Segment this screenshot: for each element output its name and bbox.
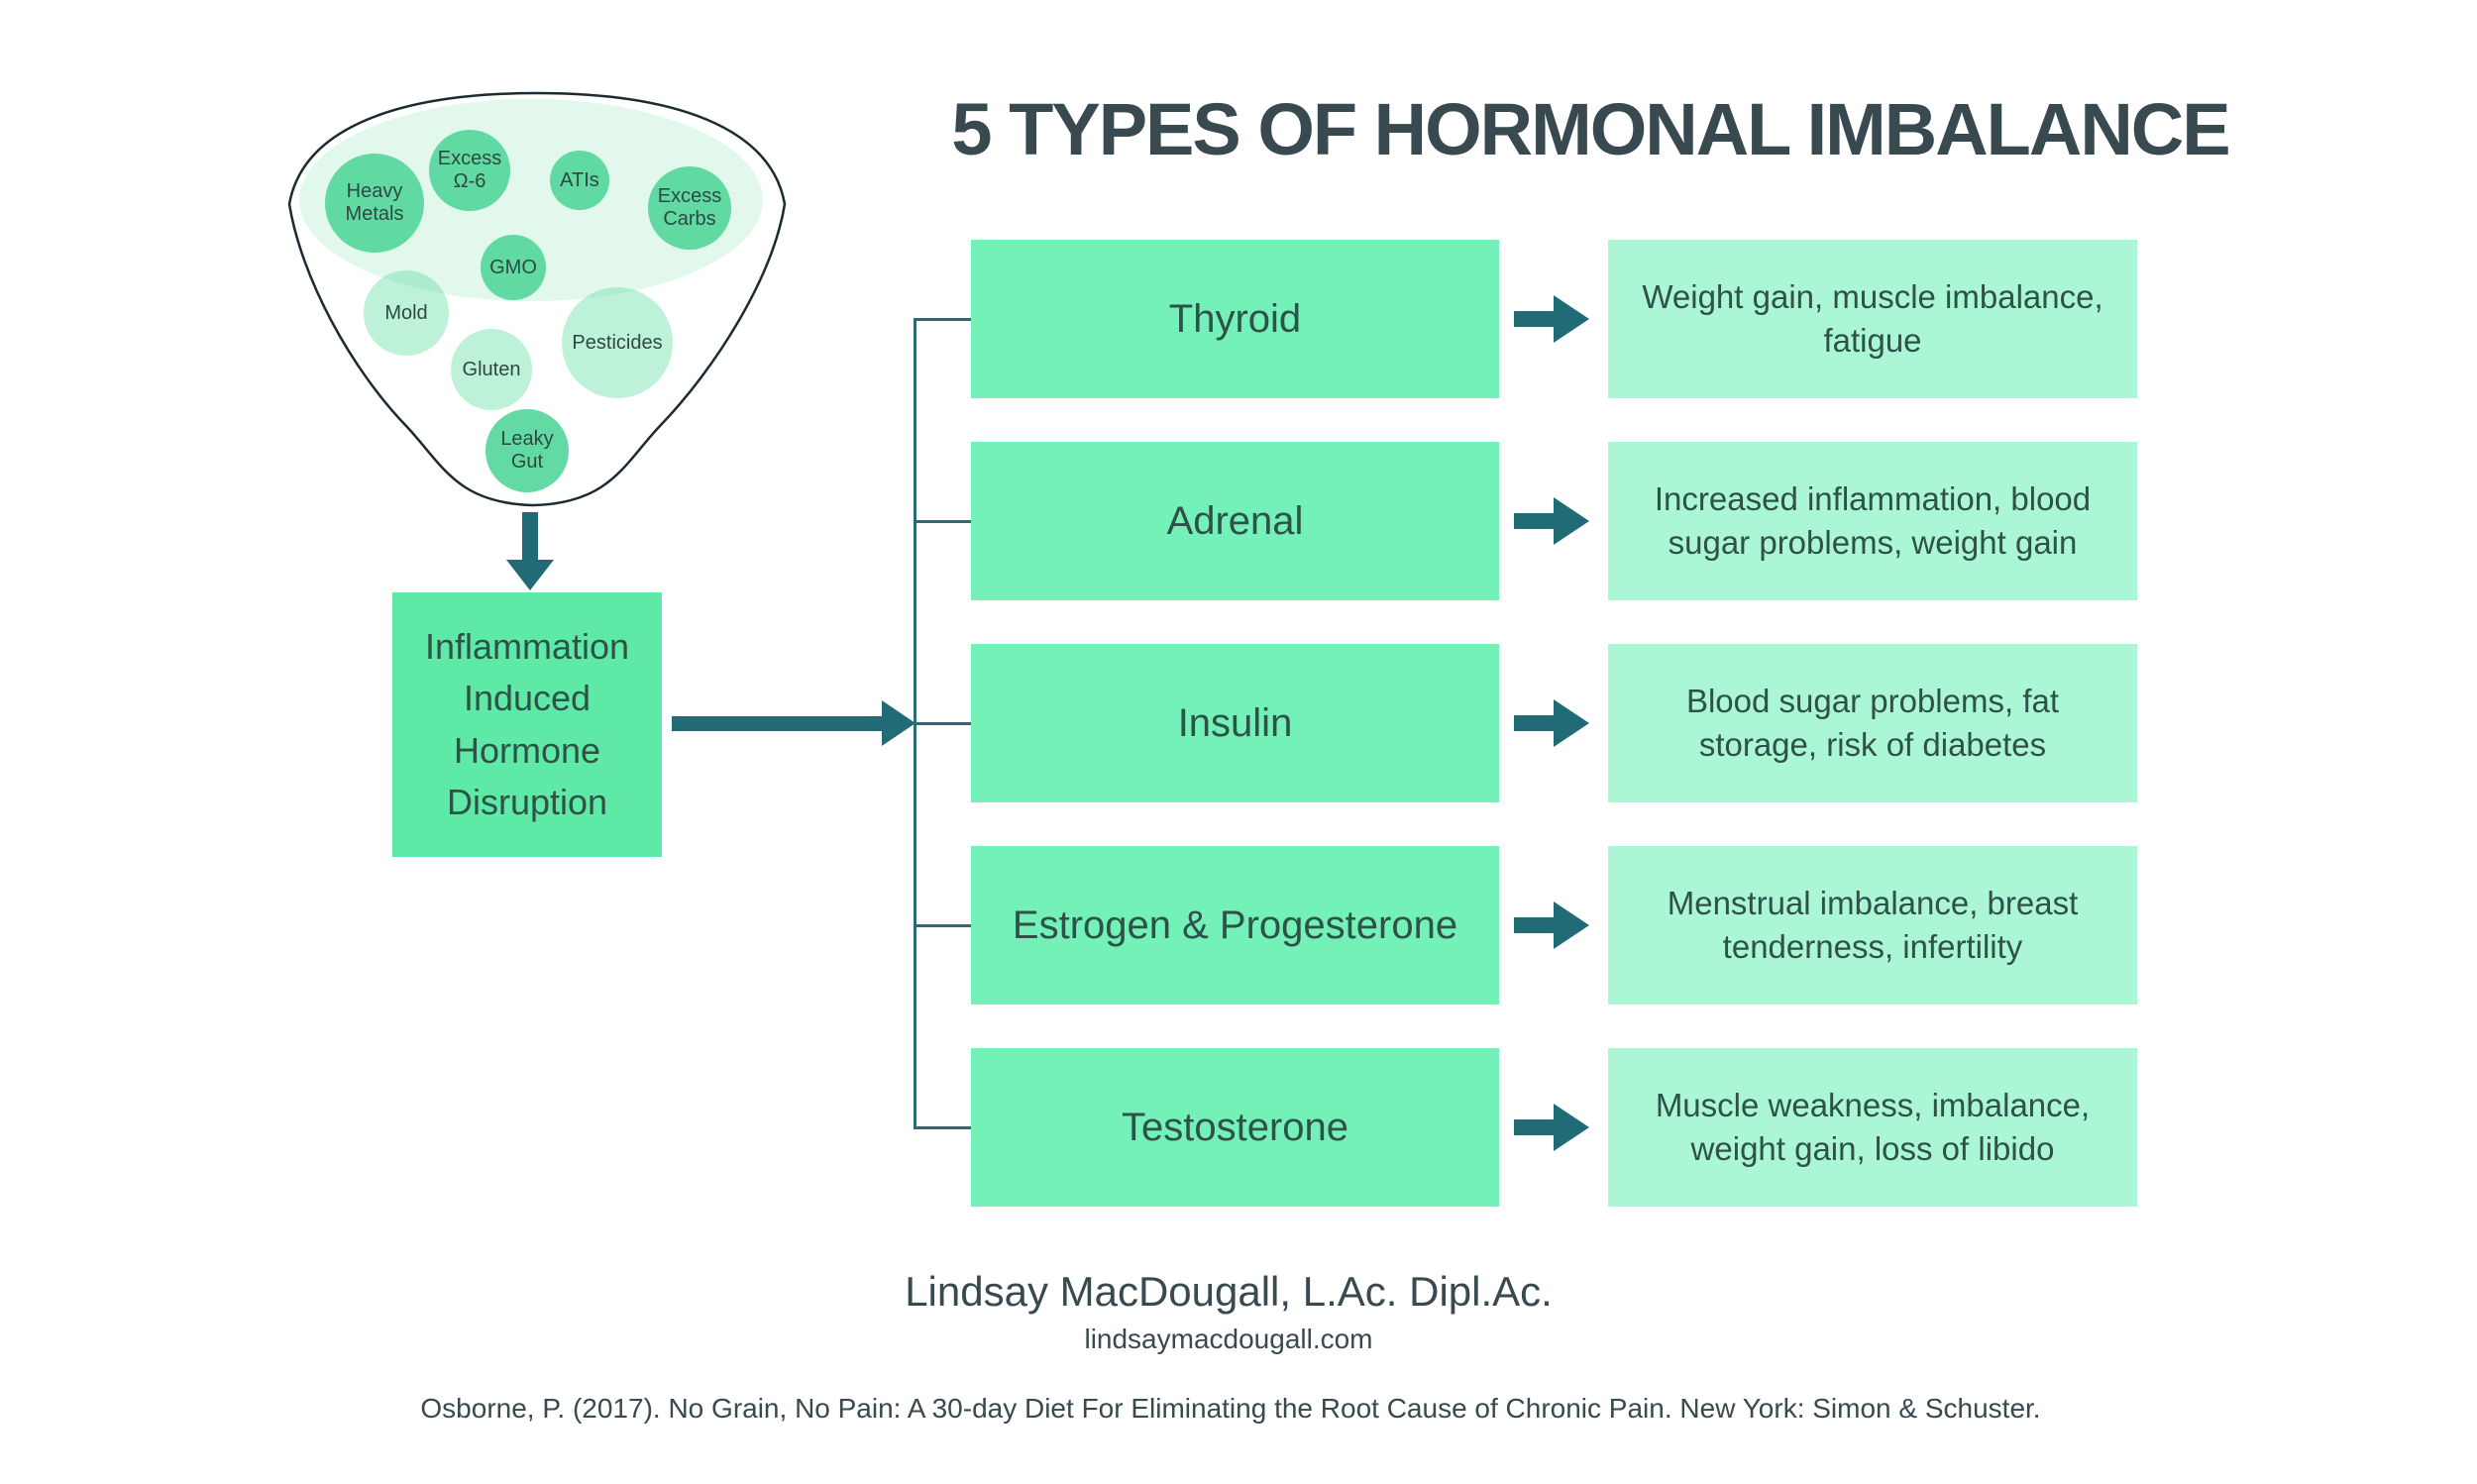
bubble-label: Excess Ω-6 xyxy=(437,148,502,192)
author-credit: Lindsay MacDougall, L.Ac. Dipl.Ac. xyxy=(905,1268,1553,1315)
right-arrow-icon xyxy=(1554,295,1589,343)
inflammation-source-box: Inflammation Induced Hormone Disruption xyxy=(392,592,662,857)
symptom-box-adrenal: Increased inflammation, blood sugar prob… xyxy=(1608,442,2137,600)
hormone-box-testosterone: Testosterone xyxy=(971,1048,1499,1207)
symptom-box-thyroid: Weight gain, muscle imbalance, fatigue xyxy=(1608,240,2137,398)
funnel-liquid xyxy=(299,99,763,301)
connector-stub-adrenal xyxy=(915,520,973,523)
hormone-box-estrogen-progesterone: Estrogen & Progesterone xyxy=(971,846,1499,1005)
row-adrenal: Adrenal Increased inflammation, blood su… xyxy=(971,442,2140,600)
page-title: 5 TYPES OF HORMONAL IMBALANCE xyxy=(951,88,2230,170)
row-insulin: Insulin Blood sugar problems, fat storag… xyxy=(971,644,2140,802)
connector-stub-insulin xyxy=(915,722,973,725)
bubble-leaky-gut: Leaky Gut xyxy=(485,409,569,492)
row-estrogen-progesterone: Estrogen & Progesterone Menstrual imbala… xyxy=(971,846,2140,1005)
main-arrow-shaft xyxy=(672,716,884,731)
bubble-pesticides: Pesticides xyxy=(562,287,673,398)
hormone-label: Insulin xyxy=(1177,700,1293,745)
down-arrow-shaft xyxy=(522,512,538,562)
symptom-text: Increased inflammation, blood sugar prob… xyxy=(1654,480,2092,561)
symptom-box-testosterone: Muscle weakness, imbalance, weight gain,… xyxy=(1608,1048,2137,1207)
row-arrow-shaft xyxy=(1514,1119,1556,1135)
inflammation-source-label: Inflammation Induced Hormone Disruption xyxy=(424,626,630,822)
symptom-text: Muscle weakness, imbalance, weight gain,… xyxy=(1655,1087,2091,1167)
hormone-box-insulin: Insulin xyxy=(971,644,1499,802)
row-thyroid: Thyroid Weight gain, muscle imbalance, f… xyxy=(971,240,2140,398)
hormone-label: Testosterone xyxy=(1121,1105,1349,1149)
bubble-label: Leaky Gut xyxy=(500,428,554,473)
bubble-label: Mold xyxy=(384,301,428,324)
symptom-text: Menstrual imbalance, breast tenderness, … xyxy=(1667,885,2079,965)
bubble-label: Gluten xyxy=(462,358,521,380)
down-arrow-icon xyxy=(506,560,554,590)
bubble-gmo: GMO xyxy=(481,235,546,300)
bubble-label: Excess Carbs xyxy=(657,185,722,230)
bubble-heavy-metals: Heavy Metals xyxy=(325,154,424,253)
symptom-box-estrogen-progesterone: Menstrual imbalance, breast tenderness, … xyxy=(1608,846,2137,1005)
bubble-excess-carbs: Excess Carbs xyxy=(648,166,731,250)
symptom-box-insulin: Blood sugar problems, fat storage, risk … xyxy=(1608,644,2137,802)
connector-stub-testosterone xyxy=(915,1126,973,1129)
row-arrow-shaft xyxy=(1514,715,1556,731)
bubble-label: ATIs xyxy=(560,168,599,191)
connector-stub-estrogen xyxy=(915,924,973,927)
bubble-atis: ATIs xyxy=(550,151,609,210)
row-arrow-shaft xyxy=(1514,513,1556,529)
funnel-diagram: Heavy Metals Excess Ω-6 ATIs Excess Carb… xyxy=(283,83,791,515)
hormone-box-thyroid: Thyroid xyxy=(971,240,1499,398)
bubble-mold: Mold xyxy=(364,270,449,356)
bubble-label: Heavy Metals xyxy=(345,180,404,225)
bubble-label: GMO xyxy=(489,256,537,278)
row-arrow-shaft xyxy=(1514,311,1556,327)
row-arrow-shaft xyxy=(1514,917,1556,933)
right-arrow-icon xyxy=(1554,699,1589,747)
connector-stub-thyroid xyxy=(915,318,973,321)
right-arrow-icon xyxy=(1554,497,1589,545)
hormone-label: Estrogen & Progesterone xyxy=(1012,902,1458,947)
right-arrow-icon xyxy=(1554,901,1589,949)
right-arrow-icon xyxy=(1554,1104,1589,1151)
hormone-box-adrenal: Adrenal xyxy=(971,442,1499,600)
connector-vertical-line xyxy=(914,318,916,1129)
bubble-label: Pesticides xyxy=(572,331,663,354)
symptom-text: Blood sugar problems, fat storage, risk … xyxy=(1685,683,2060,763)
website-credit: lindsaymacdougall.com xyxy=(1084,1324,1373,1354)
hormone-label: Thyroid xyxy=(1168,296,1302,341)
row-testosterone: Testosterone Muscle weakness, imbalance,… xyxy=(971,1048,2140,1207)
main-arrow-icon xyxy=(882,700,915,746)
hormone-label: Adrenal xyxy=(1166,498,1304,543)
bubble-excess-omega6: Excess Ω-6 xyxy=(429,130,510,211)
bubble-gluten: Gluten xyxy=(451,329,532,410)
book-citation: Osborne, P. (2017). No Grain, No Pain: A… xyxy=(420,1393,2041,1424)
symptom-text: Weight gain, muscle imbalance, fatigue xyxy=(1642,278,2103,359)
